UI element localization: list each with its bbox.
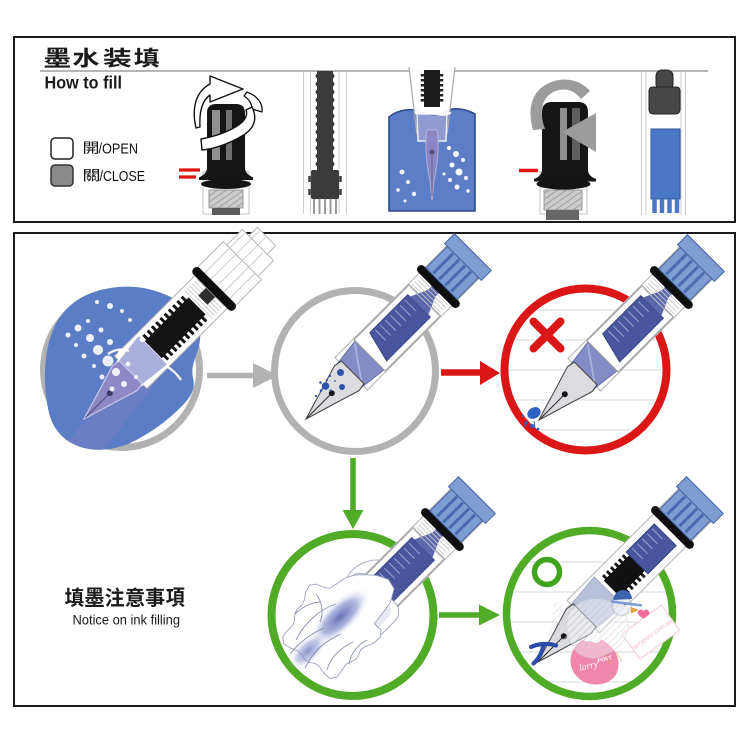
svg-text:POST: POST	[597, 655, 613, 665]
svg-text:/CLOSE: /CLOSE	[100, 169, 146, 185]
svg-text:Notice on ink filling: Notice on ink filling	[73, 612, 181, 628]
svg-text:How to fill: How to fill	[45, 73, 123, 93]
svg-text:/OPEN: /OPEN	[99, 142, 139, 158]
svg-text:larry: larry	[578, 659, 600, 673]
